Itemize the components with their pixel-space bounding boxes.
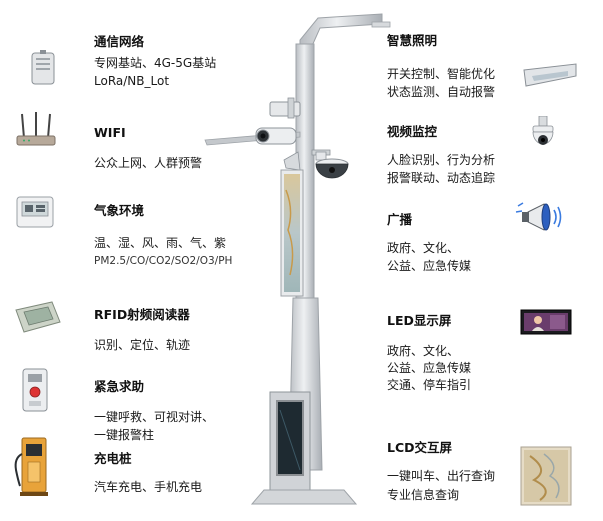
loudspeaker-icon (515, 202, 562, 231)
emergency-line-2: 一键报警柱 (94, 428, 155, 442)
broadcast-line-2: 公益、应急传媒 (387, 259, 472, 273)
video-line-1: 人脸识别、行为分析 (387, 153, 496, 167)
lcd-line-1: 一键叫车、出行查询 (387, 469, 496, 483)
led-line-2: 公益、应急传媒 (387, 361, 472, 375)
comm-network-line-1: 专网基站、4G-5G基站 (94, 56, 217, 70)
emergency-line-1: 一键呼救、可视对讲、 (94, 410, 215, 424)
lamp-arm (299, 13, 391, 49)
led-line-3: 交通、停车指引 (387, 378, 472, 392)
charging-station-icon (14, 437, 48, 496)
gateway-icon (31, 50, 55, 85)
rfid-reader-icon (15, 301, 61, 333)
broadcast-title: 广播 (387, 212, 413, 227)
led-line-1: 政府、文化、 (387, 344, 460, 358)
comm-network-title: 通信网络 (94, 34, 145, 49)
emergency-button-icon (22, 368, 48, 412)
pole-led-screen (280, 169, 304, 297)
pole-lcd-kiosk (269, 391, 311, 491)
charging-line-1: 汽车充电、手机充电 (94, 480, 203, 494)
comm-network-line-2: LoRa/NB_Lot (94, 74, 170, 88)
lcd-screen-icon (520, 446, 572, 506)
rfid-title: RFID射频阅读器 (94, 307, 190, 322)
bullet-camera (255, 127, 297, 145)
charging-title: 充电桩 (94, 451, 132, 466)
box-camera-top (269, 97, 301, 119)
lighting-title: 智慧照明 (387, 33, 438, 48)
speaker-horn (283, 151, 301, 171)
pole-base (250, 489, 358, 505)
led-title: LED显示屏 (387, 313, 452, 328)
wifi-title: WIFI (94, 125, 126, 140)
broadcast-line-1: 政府、文化、 (387, 241, 460, 255)
dome-camera-icon (532, 116, 554, 145)
video-title: 视频监控 (387, 124, 438, 139)
street-lamp-icon (523, 63, 577, 87)
weather-title: 气象环境 (94, 203, 145, 218)
lcd-title: LCD交互屏 (387, 440, 453, 455)
weather-line-2: PM2.5/CO/CO2/SO2/O3/PH (94, 255, 233, 267)
weather-line-1: 温、湿、风、雨、气、紫 (94, 236, 227, 250)
router-icon (16, 112, 56, 146)
dome-camera (311, 149, 349, 179)
emergency-title: 紧急求助 (94, 379, 145, 394)
lighting-line-2: 状态监测、自动报警 (387, 85, 496, 99)
lighting-line-1: 开关控制、智能优化 (387, 67, 496, 81)
video-line-2: 报警联动、动态追踪 (387, 171, 496, 185)
led-screen-icon (520, 309, 572, 335)
wifi-line-1: 公众上网、人群预警 (94, 156, 203, 170)
weather-sensor-icon (16, 196, 54, 228)
lcd-line-2: 专业信息查询 (387, 488, 460, 502)
rfid-line-1: 识别、定位、轨迹 (94, 338, 191, 352)
